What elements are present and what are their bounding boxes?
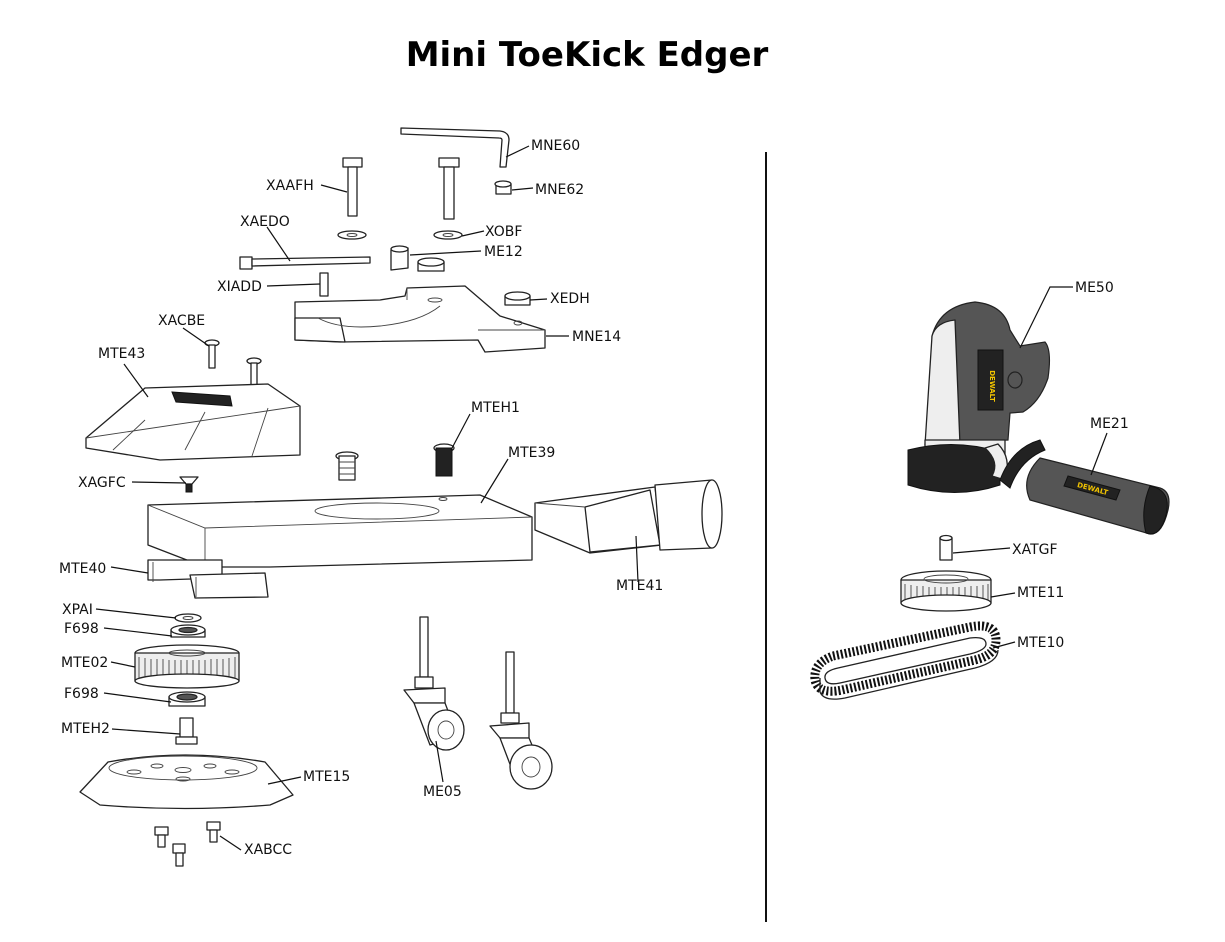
- label-ME50: ME50: [1075, 280, 1114, 296]
- bolt-part-left: [342, 157, 363, 217]
- caster-wheel-part-1: [403, 616, 465, 751]
- label-MTEH1: MTEH1: [471, 400, 520, 416]
- small-screw-part: [179, 476, 199, 493]
- pan-head-screw-part-2: [206, 821, 221, 843]
- angle-grinder-part: DEWALT: [907, 301, 1051, 493]
- timing-pulley-part: [134, 644, 240, 689]
- label-MTE40: MTE40: [59, 561, 106, 577]
- label-XACBE: XACBE: [158, 313, 205, 329]
- label-XIADD: XIADD: [217, 279, 262, 295]
- label-F698-bottom: F698: [64, 686, 99, 702]
- pan-head-screw-part-1: [154, 826, 169, 848]
- label-MTE43: MTE43: [98, 346, 145, 362]
- pin-part: [319, 272, 329, 297]
- drive-pulley-part: [900, 570, 992, 612]
- caster-wheel-part-2: [489, 651, 553, 790]
- small-nut-part: [494, 180, 512, 195]
- label-MTE39: MTE39: [508, 445, 555, 461]
- top-cover-part: [85, 383, 301, 461]
- side-handle-part: DEWALT: [999, 439, 1170, 535]
- label-MTE02: MTE02: [61, 655, 108, 671]
- label-XEDH: XEDH: [550, 291, 590, 307]
- bearing-part-bottom: [168, 691, 206, 707]
- flat-head-screw-part-2: [246, 357, 262, 386]
- label-MNE14: MNE14: [572, 329, 621, 345]
- timing-belt-part: [810, 621, 1001, 700]
- dowel-pin-part: [939, 534, 953, 561]
- diagram-title: Mini ToeKick Edger: [406, 35, 769, 75]
- label-MTE15: MTE15: [303, 769, 350, 785]
- thin-washer-part: [174, 613, 202, 623]
- mounting-bracket-part: [294, 285, 546, 353]
- long-bolt-part: [239, 256, 371, 270]
- spacer-part: [390, 245, 409, 271]
- label-XPAI: XPAI: [62, 602, 93, 618]
- label-MTE10: MTE10: [1017, 635, 1064, 651]
- label-ME12: ME12: [484, 244, 523, 260]
- label-F698-top: F698: [64, 621, 99, 637]
- threaded-insert-part-2: [433, 443, 455, 477]
- washer-part-right: [433, 230, 463, 240]
- hex-key-part: [400, 127, 510, 168]
- label-XAAFH: XAAFH: [266, 178, 314, 194]
- hex-nut-part: [504, 291, 531, 306]
- label-MNE60: MNE60: [531, 138, 580, 154]
- washer-part-left: [337, 230, 367, 240]
- label-MTE41: MTE41: [616, 578, 663, 594]
- label-XOBF: XOBF: [485, 224, 522, 240]
- label-XAGFC: XAGFC: [78, 475, 126, 491]
- label-ME05: ME05: [423, 784, 462, 800]
- label-XABCC: XABCC: [244, 842, 292, 858]
- dust-port-part: [534, 479, 723, 554]
- flat-head-screw-part: [204, 339, 220, 369]
- label-XAEDO: XAEDO: [240, 214, 290, 230]
- bearing-part-top: [170, 624, 206, 638]
- pan-head-screw-part-3: [172, 843, 186, 867]
- base-pad-part: [79, 754, 294, 810]
- shaft-part: [175, 717, 198, 745]
- label-ME21: ME21: [1090, 416, 1129, 432]
- bolt-part-right: [438, 157, 460, 220]
- threaded-insert-part: [335, 451, 359, 481]
- grinder-logo-text: DEWALT: [988, 370, 996, 402]
- guide-block-part: [147, 559, 269, 599]
- nut-part: [417, 257, 445, 272]
- base-plate-part: [147, 494, 533, 568]
- label-MTEH2: MTEH2: [61, 721, 110, 737]
- label-MNE62: MNE62: [535, 182, 584, 198]
- label-XATGF: XATGF: [1012, 542, 1058, 558]
- label-MTE11: MTE11: [1017, 585, 1064, 601]
